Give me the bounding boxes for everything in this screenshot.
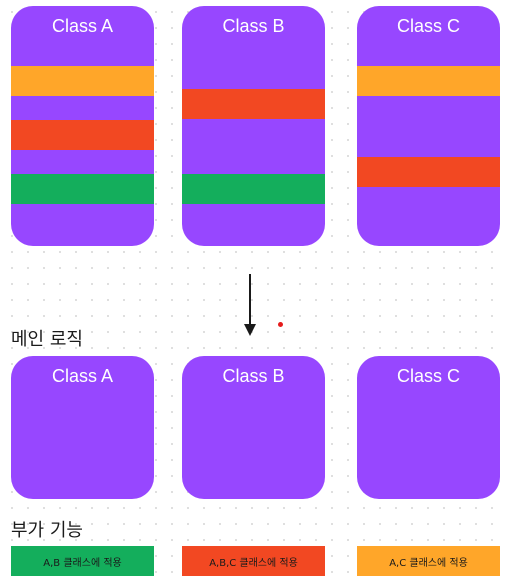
red-concern-band: [357, 157, 500, 187]
addon-tag-orange-label: A,C 클래스에 적용: [389, 557, 468, 569]
orange-concern-band: [357, 66, 500, 96]
class-b-card-with-concerns: Class B: [182, 6, 325, 246]
red-concern-band: [182, 89, 325, 119]
green-concern-band: [11, 174, 154, 204]
addon-tag-red-label: A,B,C 클래스에 적용: [209, 557, 298, 569]
addons-heading: 부가 기능: [11, 520, 83, 541]
green-concern-band: [182, 174, 325, 204]
down-arrow-icon: [244, 274, 256, 336]
red-dot-marker: [278, 322, 283, 327]
main-class-b-title: Class B: [222, 366, 285, 386]
main-class-b-card: Class B: [182, 356, 325, 499]
red-concern-band: [11, 120, 154, 150]
addon-tag-red: A,B,C 클래스에 적용: [182, 546, 325, 576]
main-class-a-title: Class A: [51, 366, 114, 386]
addon-tag-green: A,B 클래스에 적용: [11, 546, 154, 576]
class-b-title: Class B: [222, 16, 285, 36]
class-a-title: Class A: [51, 16, 114, 36]
main-class-c-card: Class C: [357, 356, 500, 499]
main-class-a-card: Class A: [11, 356, 154, 499]
addon-tag-green-label: A,B 클래스에 적용: [43, 557, 122, 569]
main-logic-heading: 메인 로직: [11, 329, 83, 350]
orange-concern-band: [11, 66, 154, 96]
main-class-c-title: Class C: [396, 366, 460, 386]
class-c-card-with-concerns: Class C: [357, 6, 500, 246]
class-c-title: Class C: [396, 16, 460, 36]
addon-tag-orange: A,C 클래스에 적용: [357, 546, 500, 576]
class-a-card-with-concerns: Class A: [11, 6, 154, 246]
